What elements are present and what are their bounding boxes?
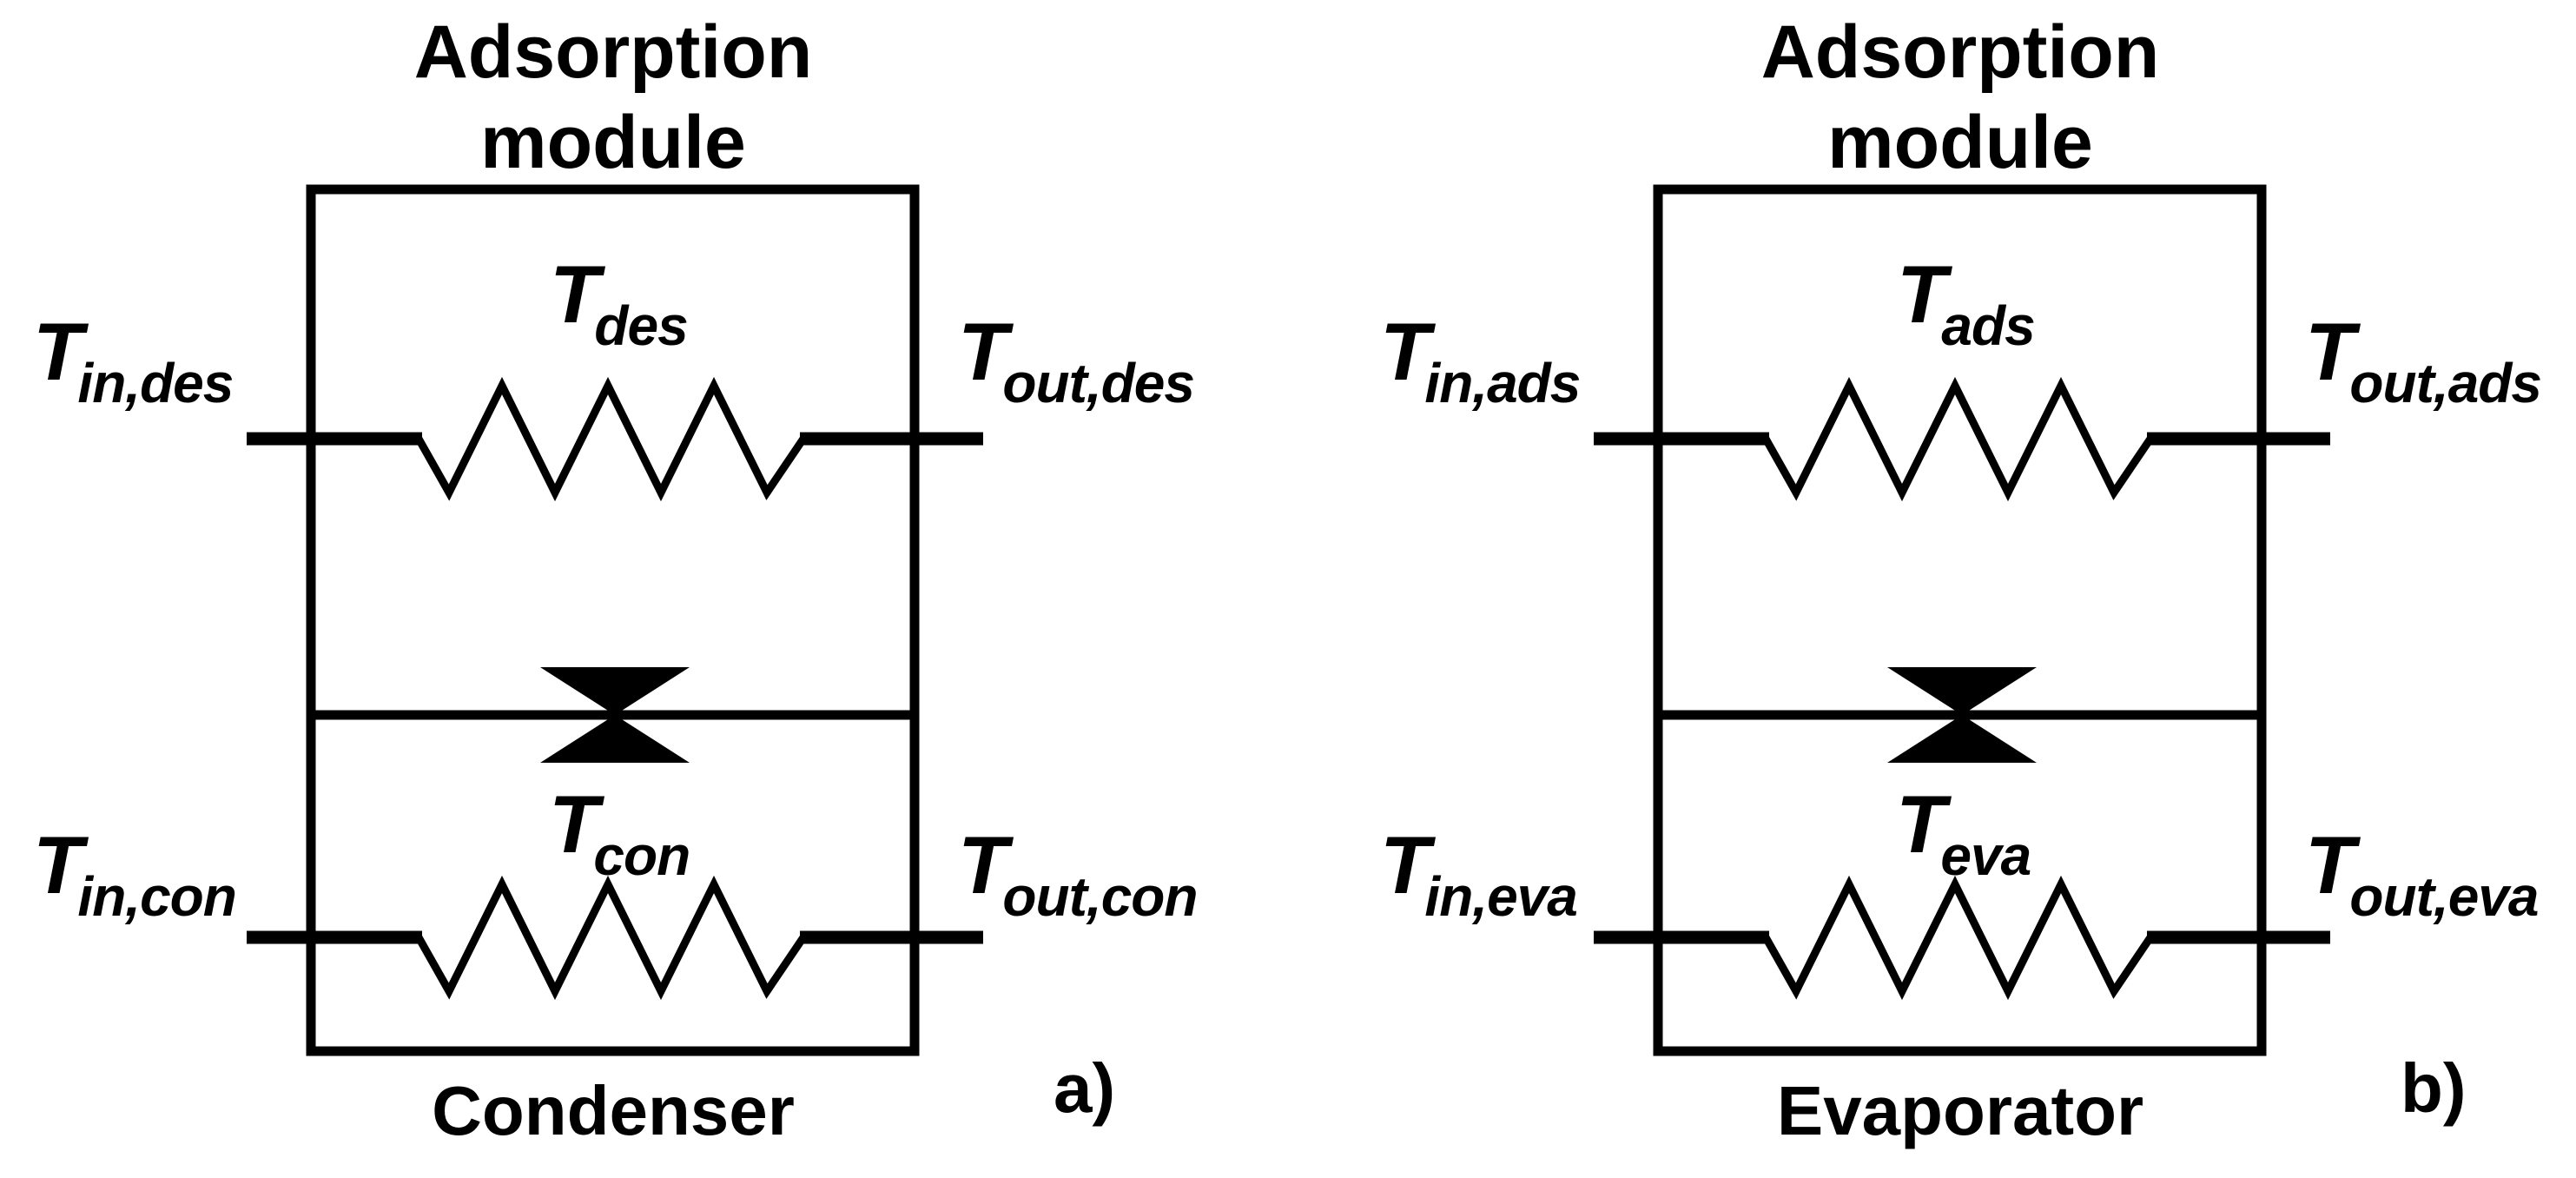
valve-upper-triangle <box>1887 667 2037 715</box>
bottom-heat-exchanger <box>1594 875 2330 1001</box>
panel-tag: a) <box>1054 1049 1116 1127</box>
top-outlet-temperature-label: Tout,ads <box>2305 311 2542 414</box>
top-heat-exchanger-zigzag-icon <box>1762 376 2154 502</box>
valve-upper-triangle <box>540 667 690 715</box>
t-base: T <box>1896 778 1945 870</box>
bottom-outlet-temperature-label: Tout,eva <box>2305 824 2539 925</box>
t-base: T <box>33 306 83 397</box>
t-base: T <box>958 306 1007 397</box>
t-subscript: out,con <box>1002 865 1198 928</box>
t-subscript: in,con <box>77 865 236 928</box>
t-base: T <box>33 819 83 910</box>
bottom-heat-exchanger-zigzag-icon <box>1762 875 2154 1001</box>
t-base: T <box>958 819 1007 910</box>
bottom-outlet-temperature-label: Tout,con <box>958 824 1198 925</box>
top-heat-exchanger <box>247 376 983 502</box>
t-subscript: des <box>594 294 688 357</box>
panel-b: Adsorption module Tads Tin,ads Tout,ads … <box>1347 0 2576 1178</box>
vapor-valve-icon <box>1887 667 2037 763</box>
bottom-heat-exchanger <box>247 875 983 1001</box>
bottom-inlet-temperature-label: Tin,eva <box>1380 824 1578 925</box>
vapor-valve-icon <box>540 667 690 763</box>
desorber-temperature-label: Tdes <box>550 254 689 357</box>
bottom-inlet-temperature-label: Tin,con <box>33 824 237 925</box>
adsorption-module-box <box>306 184 920 1056</box>
valve-lower-triangle <box>540 715 690 763</box>
module-title-line2: module <box>1827 101 2093 184</box>
t-base: T <box>1380 306 1430 397</box>
t-subscript: in,ads <box>1424 352 1581 414</box>
top-heat-exchanger-zigzag-icon <box>415 376 807 502</box>
module-title-line1: Adsorption <box>413 10 813 94</box>
evaporator-temperature-label: Teva <box>1896 784 2031 884</box>
t-base: T <box>549 778 598 870</box>
t-subscript: in,eva <box>1424 865 1577 928</box>
t-subscript: ads <box>1941 294 2035 357</box>
t-subscript: in,des <box>77 352 234 414</box>
t-base: T <box>2305 819 2355 910</box>
t-subscript: out,eva <box>2349 865 2539 928</box>
panel-tag: b) <box>2401 1049 2467 1127</box>
top-inlet-temperature-label: Tin,des <box>33 311 234 414</box>
bottom-heat-exchanger-zigzag-icon <box>415 875 807 1001</box>
panel-caption: Condenser <box>432 1072 795 1149</box>
adsorber-temperature-label: Tads <box>1897 254 2036 357</box>
panel-a: Adsorption module Tdes Tin,des Tout,des … <box>0 0 1260 1178</box>
t-base: T <box>550 248 599 340</box>
module-title-line1: Adsorption <box>1760 10 2160 94</box>
t-base: T <box>2305 306 2355 397</box>
panel-a-schematic <box>247 184 983 1056</box>
adsorption-module-box <box>1653 184 2267 1056</box>
module-title-line2: module <box>480 101 746 184</box>
panel-caption: Evaporator <box>1776 1072 2144 1149</box>
t-subscript: out,des <box>1002 352 1195 414</box>
top-inlet-temperature-label: Tin,ads <box>1380 311 1581 414</box>
top-outlet-temperature-label: Tout,des <box>958 311 1195 414</box>
valve-lower-triangle <box>1887 715 2037 763</box>
top-heat-exchanger <box>1594 376 2330 502</box>
t-subscript: eva <box>1940 824 2031 887</box>
condenser-temperature-label: Tcon <box>549 784 690 884</box>
t-base: T <box>1897 248 1946 340</box>
module-title: Adsorption module <box>414 7 813 188</box>
module-title: Adsorption module <box>1761 7 2160 188</box>
t-subscript: con <box>593 824 690 887</box>
t-subscript: out,ads <box>2349 352 2542 414</box>
panel-b-schematic <box>1594 184 2330 1056</box>
t-base: T <box>1380 819 1430 910</box>
